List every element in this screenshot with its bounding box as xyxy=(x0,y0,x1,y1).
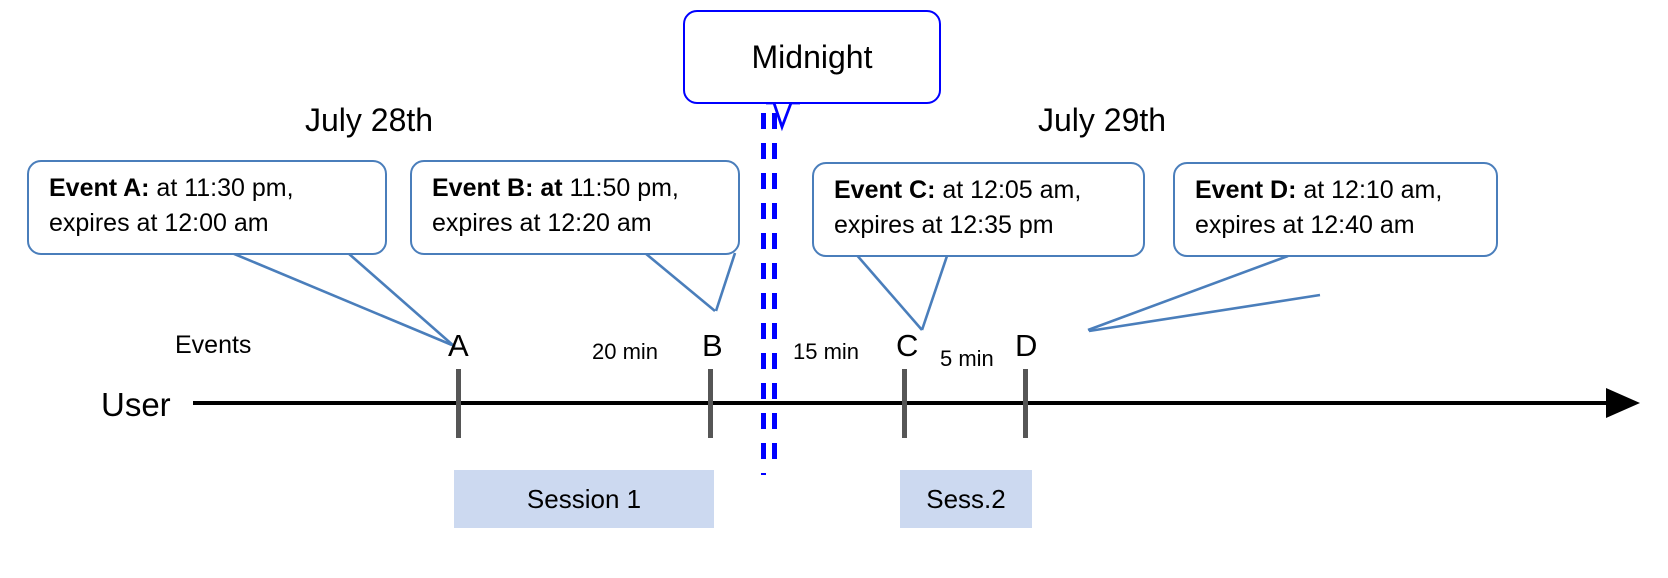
event-callout-c-rest: at 12:05 am, xyxy=(935,176,1082,204)
event-callout-c: Event C: at 12:05 am, expires at 12:35 p… xyxy=(812,162,1145,257)
event-callout-a: Event A: at 11:30 pm, expires at 12:00 a… xyxy=(27,160,387,255)
date-label-july-29: July 29th xyxy=(1038,102,1167,138)
event-callout-a-bold: Event A: xyxy=(49,174,150,202)
gap-label-20-min: 20 min xyxy=(592,339,659,364)
point-label-b: B xyxy=(702,328,723,363)
tick-mark-a xyxy=(456,369,461,438)
event-callout-d-line2: expires at 12:40 am xyxy=(1195,211,1415,239)
session-box-2-label: Sess.2 xyxy=(926,483,1006,514)
event-callout-b-line1: Event B: at 11:50 pm, xyxy=(432,171,724,206)
event-callout-a-line1: Event A: at 11:30 pm, xyxy=(49,171,371,206)
user-timeline-axis xyxy=(193,388,1640,418)
event-callout-d-rest: at 12:10 am, xyxy=(1296,176,1443,204)
callout-tail-a xyxy=(231,251,456,348)
session-box-1: Session 1 xyxy=(454,470,714,528)
event-callout-c-line2: expires at 12:35 pm xyxy=(834,211,1054,239)
event-callout-b-line2: expires at 12:20 am xyxy=(432,209,652,237)
callout-tail-c xyxy=(854,252,950,331)
point-label-d: D xyxy=(1015,328,1038,363)
event-callout-d-line1: Event D: at 12:10 am, xyxy=(1195,173,1482,208)
event-callout-b-rest: 11:50 pm, xyxy=(562,174,679,202)
callout-tail-b xyxy=(644,251,737,313)
row-label-user: User xyxy=(101,386,171,423)
midnight-dashed-line-left xyxy=(761,113,766,475)
point-label-a: A xyxy=(448,328,469,363)
tick-mark-c xyxy=(902,369,907,438)
session-box-2: Sess.2 xyxy=(900,470,1032,528)
event-callout-a-line2: expires at 12:00 am xyxy=(49,209,269,237)
date-label-july-28: July 28th xyxy=(305,102,434,138)
event-callout-a-rest: at 11:30 pm, xyxy=(149,174,294,202)
midnight-callout: Midnight xyxy=(683,10,941,104)
gap-label-15-min: 15 min xyxy=(793,339,860,364)
midnight-dashed-line-right xyxy=(772,113,777,473)
gap-label-5-min: 5 min xyxy=(940,346,994,371)
session-box-1-label: Session 1 xyxy=(526,483,642,514)
row-label-events: Events xyxy=(175,331,252,359)
event-callout-d: Event D: at 12:10 am, expires at 12:40 a… xyxy=(1173,162,1498,257)
tick-mark-d xyxy=(1023,369,1028,438)
event-callout-d-bold: Event D: xyxy=(1195,176,1297,204)
tick-mark-b xyxy=(708,369,713,438)
event-callout-c-line1: Event C: at 12:05 am, xyxy=(834,173,1129,208)
event-callout-c-bold: Event C: xyxy=(834,176,936,204)
callout-tail-d xyxy=(1087,254,1321,333)
event-callout-b: Event B: at 11:50 pm, expires at 12:20 a… xyxy=(410,160,740,255)
point-label-c: C xyxy=(896,328,919,363)
midnight-label: Midnight xyxy=(751,39,873,75)
event-callout-b-bold: Event B: at xyxy=(432,174,563,202)
